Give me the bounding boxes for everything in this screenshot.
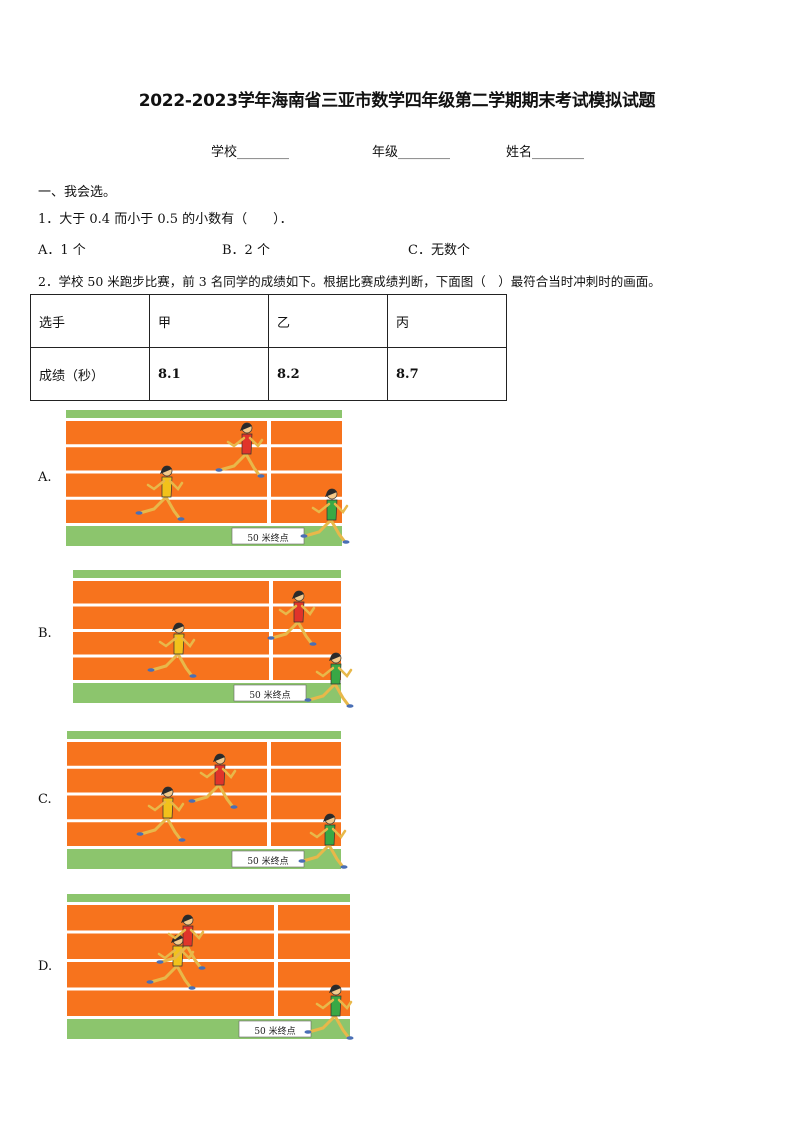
option-a-label: A. — [38, 470, 52, 485]
q1-option-c: C．无数个 — [408, 243, 470, 258]
runner-figure — [300, 488, 350, 544]
q1-option-b: B．2 个 — [222, 243, 270, 258]
table-cell: 8.7 — [387, 347, 507, 401]
runner-figure — [188, 753, 238, 809]
track-image-a: 50 米终点 — [66, 410, 350, 546]
runner-figure — [304, 652, 354, 708]
table-cell: 甲 — [149, 294, 269, 348]
question-1: 1．大于 0.4 而小于 0.5 的小数有（ ）． — [38, 212, 293, 227]
section-heading: 一、我会选。 — [38, 185, 117, 200]
option-b-label: B. — [38, 626, 52, 641]
track-image-c: 50 米终点 — [67, 731, 348, 869]
track-image-d: 50 米终点 — [67, 894, 354, 1040]
finish-line — [269, 578, 273, 683]
track-lane — [66, 499, 342, 523]
question-2: 2．学校 50 米跑步比赛，前 3 名同学的成绩如下。根据比赛成绩判断，下面图（… — [38, 274, 661, 289]
runner-figure — [136, 786, 186, 842]
finish-label: 50 米终点 — [247, 532, 288, 544]
track-lane — [66, 473, 342, 497]
table-cell: 选手 — [30, 294, 150, 348]
option-d-label: D. — [38, 959, 53, 974]
track-lane — [66, 421, 342, 445]
table-cell: 成绩（秒） — [30, 347, 150, 401]
score-table: 选手 甲 乙 丙 成绩（秒） 8.1 8.2 8.7 — [30, 294, 507, 401]
track-lane — [66, 447, 342, 471]
track-lane — [73, 657, 341, 680]
table-cell: 8.2 — [268, 347, 388, 401]
runner-figure — [267, 590, 317, 646]
track-lane — [67, 990, 350, 1016]
track-lane — [73, 581, 341, 604]
track-lane — [67, 933, 350, 959]
table-header-row: 选手 甲 乙 丙 — [30, 294, 507, 348]
finish-line — [267, 418, 271, 526]
page-title: 2022-2023学年海南省三亚市数学四年级第二学期期末考试模拟试题 — [138, 91, 656, 111]
track-image-b: 50 米终点 — [73, 570, 354, 708]
track-lane — [67, 795, 341, 820]
runner-figure — [147, 622, 197, 678]
grass-strip — [67, 894, 350, 902]
table-cell: 丙 — [387, 294, 507, 348]
runner-figure — [156, 914, 206, 970]
track-lane — [67, 905, 350, 931]
grass-strip — [67, 731, 341, 739]
grass-strip — [66, 410, 342, 418]
finish-label: 50 米终点 — [247, 855, 288, 867]
track-lane — [67, 742, 341, 766]
table-cell: 8.1 — [149, 347, 269, 401]
track-lane — [67, 768, 341, 793]
finish-label-box — [231, 850, 305, 868]
finish-line — [274, 902, 278, 1019]
runner-figure — [304, 984, 354, 1040]
finish-label: 50 米终点 — [249, 689, 290, 701]
finish-label-box — [233, 684, 307, 702]
finish-line — [267, 739, 271, 849]
school-field: 学校________ — [211, 145, 290, 160]
track-lane — [73, 606, 341, 629]
table-cell: 乙 — [268, 294, 388, 348]
track-lane — [67, 962, 350, 988]
name-field: 姓名________ — [506, 145, 585, 160]
runner-figure — [215, 422, 265, 478]
option-c-label: C. — [38, 792, 52, 807]
runner-figure — [298, 813, 348, 869]
track-lane — [67, 822, 341, 846]
table-row: 成绩（秒） 8.1 8.2 8.7 — [30, 347, 507, 401]
grass-strip — [73, 570, 341, 578]
finish-label: 50 米终点 — [254, 1025, 295, 1037]
grade-field: 年级________ — [372, 145, 451, 160]
runner-figure — [135, 465, 185, 521]
finish-label-box — [238, 1020, 312, 1038]
q1-option-a: A．1 个 — [38, 243, 86, 258]
track-lane — [73, 632, 341, 655]
